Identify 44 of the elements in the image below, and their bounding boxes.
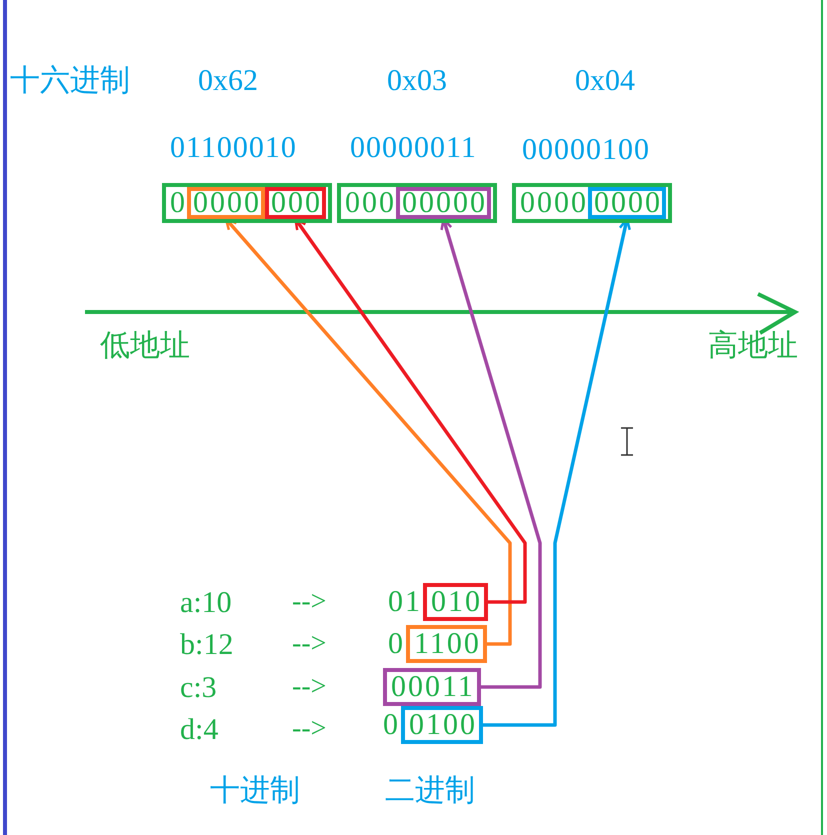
bit-field-box [401, 706, 483, 744]
number-system-label: 二进制 [385, 776, 475, 806]
bit-digits: 00011 [390, 672, 475, 702]
address-label: 高地址 [708, 331, 798, 361]
arrow-text: --> [292, 715, 326, 743]
field-value: a:10 [180, 588, 232, 618]
hex-value: 0x03 [387, 66, 447, 96]
arrow-text: --> [292, 588, 326, 616]
bit-digits: 0000 [593, 188, 662, 218]
arrow-text: --> [292, 673, 326, 701]
bit-digits: 0 [387, 629, 405, 659]
arrow-text: --> [292, 630, 326, 658]
field-value: c:3 [180, 673, 217, 703]
bit-digits: 010 [430, 587, 482, 617]
bit-field-box [265, 187, 326, 219]
binary-value: 00000100 [522, 135, 650, 165]
bit-digits: 0100 [408, 710, 477, 740]
byte-box [512, 183, 672, 223]
bit-digits: 000 [344, 188, 396, 218]
field-value: b:12 [180, 630, 234, 660]
bit-digits: 00000 [401, 188, 487, 218]
number-system-label: 十进制 [210, 776, 300, 806]
binary-value: 01100010 [170, 133, 297, 163]
hex-value: 0x04 [575, 66, 635, 96]
hex-value: 0x62 [198, 66, 258, 96]
bit-digits: 01 [387, 587, 422, 617]
bit-field-box [406, 625, 487, 663]
bit-field-box [396, 187, 491, 219]
address-label: 低地址 [100, 331, 190, 361]
byte-box [337, 183, 497, 223]
bit-digits: 0 [382, 710, 400, 740]
bit-field-box [588, 187, 666, 219]
bit-digits: 1100 [413, 629, 481, 659]
bit-digits: 000 [270, 188, 322, 218]
number-system-label: 十六进制 [10, 66, 130, 96]
field-value: d:4 [180, 715, 218, 745]
bit-field-box [187, 187, 265, 219]
bit-field-box [383, 668, 481, 706]
bit-digits: 0 [169, 188, 187, 218]
byte-box [162, 183, 332, 223]
bit-digits: 0000 [519, 188, 588, 218]
binary-value: 00000011 [350, 133, 477, 163]
bit-field-box [423, 583, 488, 621]
bit-digits: 0000 [192, 188, 261, 218]
